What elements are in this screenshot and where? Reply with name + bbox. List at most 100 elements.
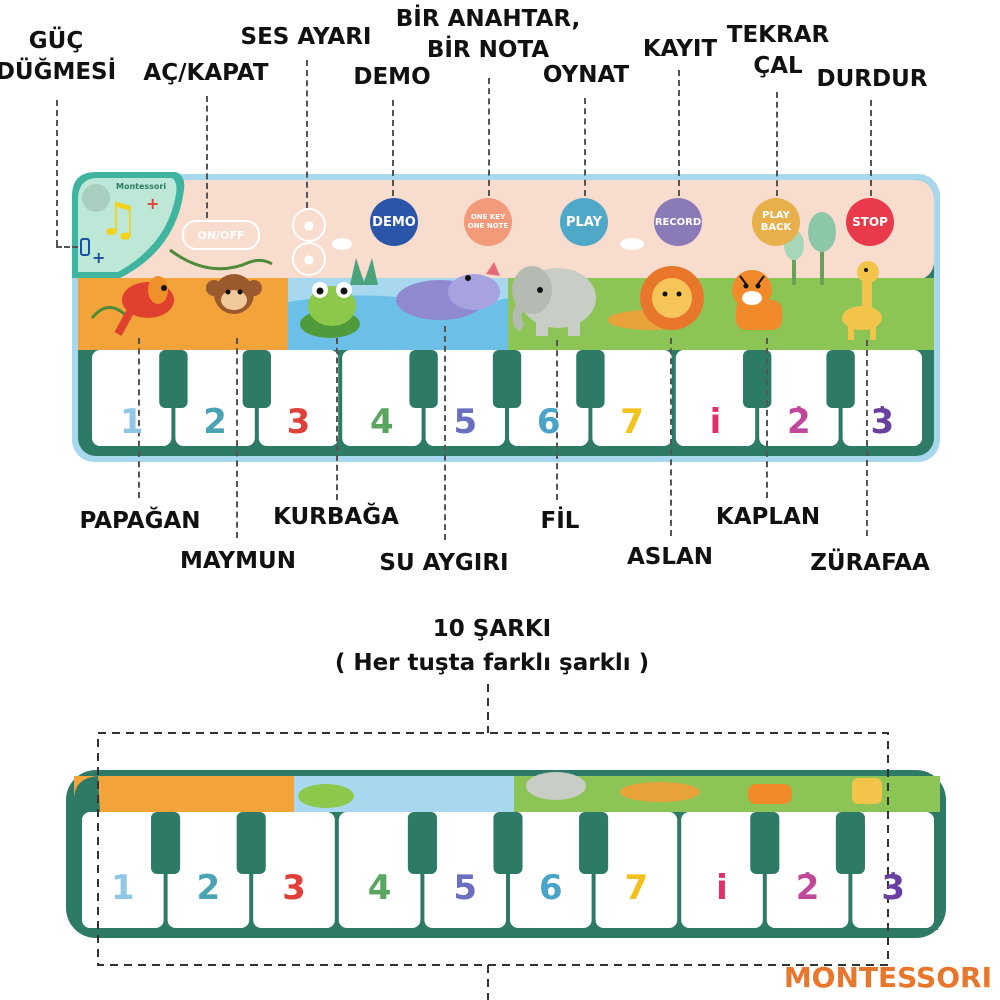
- songs-bracket: [97, 732, 889, 966]
- key-number-label: i: [709, 402, 722, 442]
- key-number-label: 2: [196, 868, 221, 908]
- piano-white-key[interactable]: [766, 812, 849, 928]
- key-number-label: 6: [538, 868, 563, 908]
- key-number-label: 5: [453, 402, 478, 442]
- key-number-label: 2·: [795, 862, 820, 908]
- bottom-mat: [66, 770, 946, 938]
- key-number-label: 7: [620, 402, 644, 442]
- piano-black-key[interactable]: [743, 350, 772, 408]
- piano-white-key[interactable]: [82, 812, 164, 928]
- piano-black-key[interactable]: [492, 350, 522, 408]
- piano-white-key[interactable]: [253, 812, 335, 928]
- playback-button[interactable]: PLAY BACK: [752, 198, 800, 246]
- piano-white-key[interactable]: [842, 350, 922, 446]
- piano-white-key[interactable]: [258, 350, 339, 446]
- piano-black-key[interactable]: [409, 350, 438, 408]
- connector-lion: [670, 338, 672, 536]
- top-keyboard: [92, 350, 922, 446]
- connector-stop: [870, 100, 872, 196]
- key-number-label: 4: [367, 868, 392, 908]
- piano-white-key[interactable]: [338, 812, 421, 928]
- piano-white-key[interactable]: [595, 812, 678, 928]
- connector-playback: [776, 92, 778, 196]
- connector-demo: [392, 100, 394, 196]
- connector-elephant: [556, 340, 558, 500]
- piano-black-key[interactable]: [493, 812, 523, 874]
- piano-white-key[interactable]: [510, 812, 592, 928]
- brand-logo: MONTESSORI: [783, 961, 992, 994]
- piano-white-key[interactable]: [424, 812, 506, 928]
- music-note-icon: ♫: [98, 192, 140, 246]
- label-stop: DURDUR: [816, 66, 928, 92]
- piano-white-key[interactable]: [342, 350, 422, 446]
- key-number-label: 3·: [870, 396, 895, 442]
- monkey-illustration: [206, 274, 262, 314]
- piano-black-key[interactable]: [236, 812, 266, 874]
- piano-white-key[interactable]: [175, 350, 255, 446]
- play-button[interactable]: PLAY: [560, 198, 608, 246]
- label-play: OYNAT: [542, 62, 630, 88]
- connector-hippo: [444, 326, 446, 540]
- piano-white-key[interactable]: [681, 812, 763, 928]
- connector-on-off: [206, 96, 208, 218]
- key-number-label: 6: [536, 402, 561, 442]
- volume-down-button[interactable]: ●: [292, 242, 326, 276]
- connector-parrot: [138, 338, 140, 498]
- giraffe-illustration: [842, 261, 882, 340]
- piano-black-key[interactable]: [576, 350, 605, 408]
- speaker-grille-icon: [82, 184, 110, 212]
- connector-volume: [306, 60, 308, 208]
- connector-frog: [336, 338, 338, 500]
- key-number-label: 5: [453, 868, 478, 908]
- label-hippo: SU AYGIRI: [379, 550, 509, 576]
- parrot-illustration: [90, 276, 174, 336]
- connector-one-key: [488, 78, 490, 196]
- piano-black-key[interactable]: [407, 812, 437, 874]
- connector-power-h: [56, 246, 78, 248]
- on-off-button[interactable]: ON/OFF: [182, 220, 260, 250]
- piano-white-key[interactable]: [852, 812, 934, 928]
- label-tiger: KAPLAN: [715, 504, 821, 530]
- demo-button[interactable]: DEMO: [370, 198, 418, 246]
- piano-black-key[interactable]: [826, 350, 855, 408]
- piano-black-key[interactable]: [750, 812, 780, 874]
- one-key-one-note-button[interactable]: ONE KEY ONE NOTE: [464, 198, 512, 246]
- piano-black-key[interactable]: [579, 812, 609, 874]
- label-elephant: FİL: [540, 508, 580, 534]
- plus-icon[interactable]: +: [92, 248, 106, 267]
- volume-button[interactable]: ●: [292, 208, 326, 242]
- piano-white-key[interactable]: [167, 812, 250, 928]
- piano-white-key[interactable]: [509, 350, 589, 446]
- piano-black-key[interactable]: [242, 350, 271, 408]
- hippo-illustration: [396, 262, 500, 320]
- piano-white-key[interactable]: [92, 350, 172, 446]
- key-number-label: 3: [282, 868, 306, 908]
- label-monkey: MAYMUN: [180, 548, 296, 574]
- piano-black-key[interactable]: [159, 350, 188, 408]
- key-number-label: 1: [110, 868, 135, 908]
- songs-subtitle: ( Her tuşta farklı şarklı ): [334, 650, 650, 676]
- piano-white-key[interactable]: [759, 350, 839, 446]
- piano-black-key[interactable]: [151, 812, 181, 874]
- key-number-label: 3·: [881, 862, 906, 908]
- connector-power: [56, 100, 58, 246]
- label-on-off: AÇ/KAPAT: [143, 60, 269, 86]
- key-number-label: i: [716, 868, 728, 908]
- minus-icon[interactable]: [80, 238, 90, 256]
- key-number-label: 7: [624, 868, 649, 908]
- elephant-illustration: [512, 266, 596, 336]
- plus-icon[interactable]: +: [146, 194, 160, 213]
- stop-button[interactable]: STOP: [846, 198, 894, 246]
- record-button[interactable]: RECORD: [654, 198, 702, 246]
- volume-icon: ●: [303, 218, 315, 232]
- tiger-illustration: [732, 270, 782, 330]
- piano-black-key[interactable]: [835, 812, 865, 874]
- key-number-label: 1: [119, 402, 144, 442]
- lion-illustration: [608, 266, 704, 330]
- piano-white-key[interactable]: [675, 350, 756, 446]
- connector-play: [584, 98, 586, 196]
- piano-white-key[interactable]: [592, 350, 672, 446]
